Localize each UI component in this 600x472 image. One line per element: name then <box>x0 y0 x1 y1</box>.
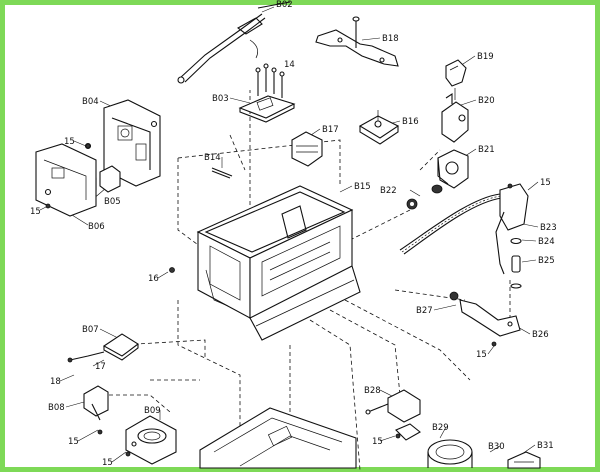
label-b20: B20 <box>478 96 495 106</box>
label-b29: B29 <box>432 423 449 433</box>
part-b25-sleeve <box>510 255 522 289</box>
label-b30: B30 <box>488 442 505 452</box>
label-b22: B22 <box>380 186 397 196</box>
part-b29-cap <box>395 423 421 441</box>
label-15c: 15 <box>30 207 41 217</box>
leader-lines <box>39 6 539 463</box>
part-b18-bracket <box>315 16 399 67</box>
label-15g: 15 <box>102 458 113 468</box>
label-b02: B02 <box>276 0 293 10</box>
part-b14-pin <box>211 167 233 179</box>
label-b06: B06 <box>88 222 105 232</box>
label-b19: B19 <box>477 52 494 62</box>
label-16: 16 <box>148 274 159 284</box>
part-b21-motor-bracket <box>431 149 469 194</box>
part-b23-hose <box>399 183 529 275</box>
part-b26-arm <box>459 299 521 337</box>
label-b07: B07 <box>82 325 99 335</box>
label-b16: B16 <box>402 117 419 127</box>
label-18: 18 <box>50 377 61 387</box>
label-b09: B09 <box>144 406 161 416</box>
label-15d: 15 <box>476 350 487 360</box>
part-b22-gear <box>406 198 418 210</box>
part-b19-knob <box>445 59 467 87</box>
label-b04: B04 <box>82 97 99 107</box>
part-b28-bracket <box>365 389 421 423</box>
label-b14: B14 <box>204 153 221 163</box>
label-17: 17 <box>95 362 106 372</box>
part-b27-gear <box>449 291 459 301</box>
label-b26: B26 <box>532 330 549 340</box>
part-b03-plate <box>238 63 296 123</box>
label-b18: B18 <box>382 34 399 44</box>
label-15b: 15 <box>540 178 551 188</box>
label-b17: B17 <box>322 125 339 135</box>
loose-screws <box>45 143 513 457</box>
label-b23: B23 <box>540 223 557 233</box>
label-15f: 15 <box>372 437 383 447</box>
label-b05: B05 <box>104 197 121 207</box>
label-b31: B31 <box>537 441 554 451</box>
part-b20-switch <box>441 88 469 143</box>
label-b24: B24 <box>538 237 555 247</box>
part-b17-block <box>291 131 323 167</box>
part-b06-panel <box>35 142 97 217</box>
label-b08: B08 <box>48 403 65 413</box>
part-b24-washer <box>510 237 522 245</box>
part-lower-tray <box>199 407 357 469</box>
label-b27: B27 <box>416 306 433 316</box>
part-b31-connector <box>507 451 541 469</box>
part-b08-latch <box>83 385 109 421</box>
part-b09-motor-base <box>125 415 177 465</box>
label-14: 14 <box>284 60 295 70</box>
label-b15: B15 <box>354 182 371 192</box>
label-15a: 15 <box>64 137 75 147</box>
callout-labels: B02 B18 B19 14 B03 B04 B20 B16 B17 15 B1… <box>30 0 557 468</box>
part-b16-bracket <box>358 110 400 145</box>
label-b28: B28 <box>364 386 381 396</box>
label-15e: 15 <box>68 437 79 447</box>
label-b21: B21 <box>478 145 495 155</box>
part-b07-cover <box>67 333 139 363</box>
label-b25: B25 <box>538 256 555 266</box>
part-b02-lever <box>177 1 291 84</box>
part-b15-chassis <box>196 185 361 341</box>
part-b30-motor <box>427 439 473 468</box>
screw-16 <box>169 267 175 273</box>
label-b03: B03 <box>212 94 229 104</box>
